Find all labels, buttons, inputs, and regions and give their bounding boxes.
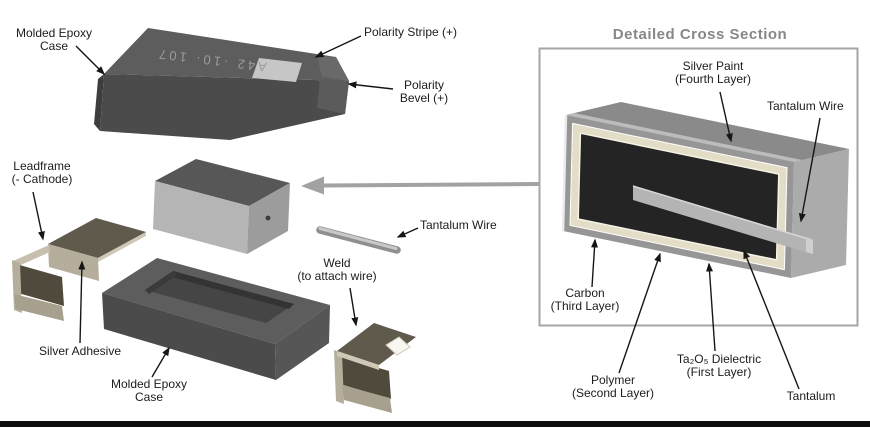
capacitor-top-bevel bbox=[317, 56, 349, 81]
arrow-ta2o5 bbox=[706, 262, 716, 352]
cs-wire-bar bbox=[633, 186, 812, 254]
slug-top-face bbox=[155, 159, 290, 206]
anode-channel-bottom bbox=[342, 385, 392, 413]
arrow-molded-epoxy-bottom bbox=[151, 346, 170, 378]
arrow-polarity-bevel bbox=[347, 81, 394, 90]
bottom-case bbox=[102, 258, 330, 380]
cathode-top-plate bbox=[48, 218, 146, 258]
label-leadframe-cathode: Leadframe (- Cathode) bbox=[11, 159, 73, 186]
slug-wire-hole bbox=[265, 215, 271, 221]
arrow-leadframe-cathode bbox=[32, 191, 45, 241]
arrow-polarity-stripe bbox=[314, 35, 362, 58]
case-cavity bbox=[145, 271, 294, 323]
cathode-step-face bbox=[48, 244, 99, 281]
zoom-arrow bbox=[301, 176, 540, 195]
anode-top-plate bbox=[337, 323, 416, 365]
top-capacitor-body: A42 ·10· 107 bbox=[94, 28, 349, 140]
arrow-tantalum-wire-right bbox=[798, 117, 821, 223]
cathode-plate-edge bbox=[98, 232, 146, 262]
cs-wire-bar-highlight bbox=[632, 185, 813, 241]
label-carbon: Carbon (Third Layer) bbox=[550, 286, 620, 313]
label-polarity-bevel: Polarity Bevel (+) bbox=[399, 78, 449, 105]
arrow-tantalum bbox=[743, 249, 800, 390]
slug-front-face bbox=[153, 181, 249, 254]
cross-section-title: Detailed Cross Section bbox=[612, 26, 788, 43]
arrow-tantalum-wire-left bbox=[396, 227, 419, 238]
cs-wire-bar-end bbox=[806, 238, 813, 254]
label-tantalum: Tantalum bbox=[786, 389, 836, 403]
footer-bar bbox=[0, 421, 870, 427]
capacitor-top-face bbox=[104, 28, 349, 81]
capacitor-left-face bbox=[94, 74, 104, 131]
anode-channel-interior bbox=[341, 357, 391, 399]
label-weld: Weld (to attach wire) bbox=[297, 256, 377, 283]
case-cavity-left-wall bbox=[145, 271, 177, 294]
capacitor-polarity-bevel-face bbox=[317, 79, 349, 114]
arrow-molded-epoxy-top bbox=[75, 45, 106, 76]
slug-block bbox=[153, 159, 290, 254]
cs-top-highlight bbox=[566, 113, 802, 162]
cross-section-block bbox=[561, 102, 849, 278]
zoom-arrow-head bbox=[301, 176, 324, 195]
case-front-face bbox=[102, 293, 276, 380]
cs-top-face bbox=[566, 102, 849, 162]
case-cavity-back-wall bbox=[168, 271, 294, 309]
polarity-stripe-shape bbox=[252, 58, 302, 82]
label-tantalum-wire-right: Tantalum Wire bbox=[767, 99, 844, 113]
cathode-channel-bottom bbox=[14, 294, 64, 321]
anode-plate-hole bbox=[385, 336, 411, 356]
label-silver-adhesive: Silver Adhesive bbox=[38, 344, 122, 358]
label-molded-epoxy-case-bottom: Molded Epoxy Case bbox=[110, 377, 188, 404]
arrow-carbon bbox=[591, 238, 599, 288]
cathode-channel-interior bbox=[16, 264, 64, 306]
cs-left-edge-highlight bbox=[561, 114, 568, 232]
arrow-polymer bbox=[618, 252, 661, 374]
arrow-weld bbox=[349, 287, 359, 327]
anode-channel-left-face bbox=[334, 350, 344, 404]
anode-leadframe bbox=[334, 323, 416, 413]
cathode-channel-top bbox=[13, 245, 50, 268]
tantalum-wire-shape bbox=[316, 226, 401, 254]
anode-plate-edge bbox=[337, 351, 379, 370]
label-polymer: Polymer (Second Layer) bbox=[571, 373, 655, 400]
arrow-silver-paint bbox=[719, 91, 733, 143]
label-tantalum-wire-left: Tantalum Wire bbox=[420, 218, 497, 232]
cross-section-box bbox=[538, 47, 859, 327]
wire-highlight bbox=[318, 227, 398, 250]
pointer-arrows bbox=[32, 35, 821, 390]
label-ta2o5-dielectric: Ta₂O₅ Dielectric (First Layer) bbox=[676, 352, 762, 379]
arrow-silver-adhesive bbox=[78, 260, 86, 344]
cs-right-face bbox=[791, 149, 849, 278]
label-molded-epoxy-case-top: Molded Epoxy Case bbox=[15, 26, 93, 53]
case-right-face bbox=[275, 305, 330, 380]
capacitor-front-face bbox=[100, 74, 349, 140]
label-silver-paint: Silver Paint (Fourth Layer) bbox=[674, 59, 752, 86]
zoom-arrow-shaft bbox=[322, 182, 540, 188]
label-polarity-stripe: Polarity Stripe (+) bbox=[364, 25, 458, 39]
cathode-leadframe bbox=[12, 218, 146, 321]
